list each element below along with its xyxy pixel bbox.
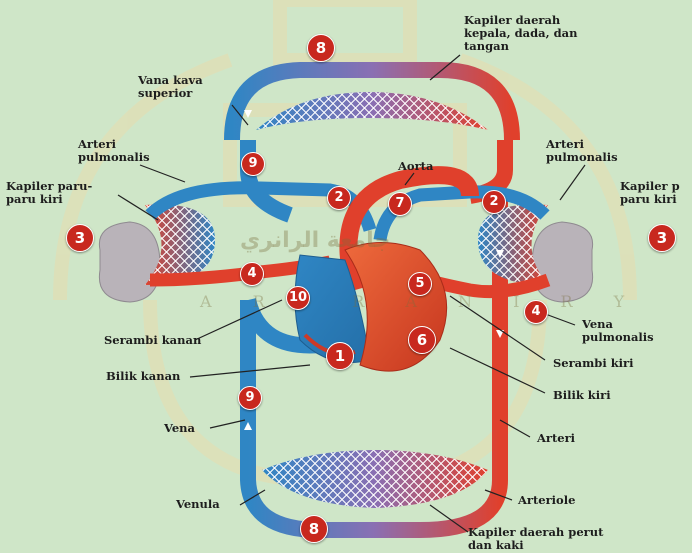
label-bilik-kiri: Bilik kiri: [553, 389, 611, 402]
badge-2-right: 2: [482, 190, 506, 214]
watermark-arabic: جامعة الرانري: [240, 228, 390, 253]
label-arteriole: Arteriole: [518, 494, 575, 507]
badge-3-right: 3: [648, 224, 676, 252]
badge-3-left: 3: [66, 224, 94, 252]
label-kapiler-kepala: Kapiler daerah kepala, dada, dan tangan: [464, 14, 577, 53]
badge-1: 1: [326, 342, 354, 370]
label-serambi-kiri: Serambi kiri: [553, 357, 633, 370]
label-vena: Vena: [164, 422, 195, 435]
badge-6: 6: [408, 326, 436, 354]
label-aorta: Aorta: [398, 160, 433, 173]
badge-4-left: 4: [240, 262, 264, 286]
label-vena-pulmonalis: Vena pulmonalis: [582, 318, 654, 344]
label-arteri: Arteri: [537, 432, 575, 445]
badge-4-right: 4: [524, 300, 548, 324]
label-kapiler-paru-left: Kapiler paru- paru kiri: [6, 180, 92, 206]
badge-8-bottom: 8: [300, 515, 328, 543]
label-kapiler-paru-right: Kapiler p paru kiri: [620, 180, 680, 206]
badge-9-bottom: 9: [238, 386, 262, 410]
badge-10: 10: [286, 286, 310, 310]
badge-9-top: 9: [241, 152, 265, 176]
badge-2-left: 2: [327, 186, 351, 210]
capillary-bed-lower: [248, 420, 500, 530]
label-arteri-pulmonalis-right: Arteri pulmonalis: [546, 138, 618, 164]
badge-8-top: 8: [307, 34, 335, 62]
label-bilik-kanan: Bilik kanan: [106, 370, 180, 383]
label-vena-kava-superior: Vana kava superior: [138, 74, 203, 100]
label-arteri-pulmonalis-left: Arteri pulmonalis: [78, 138, 150, 164]
badge-7: 7: [388, 192, 412, 216]
badge-5: 5: [408, 272, 432, 296]
label-kapiler-perut: Kapiler daerah perut dan kaki: [468, 526, 603, 552]
label-venula: Venula: [176, 498, 220, 511]
label-serambi-kanan: Serambi kanan: [104, 334, 201, 347]
